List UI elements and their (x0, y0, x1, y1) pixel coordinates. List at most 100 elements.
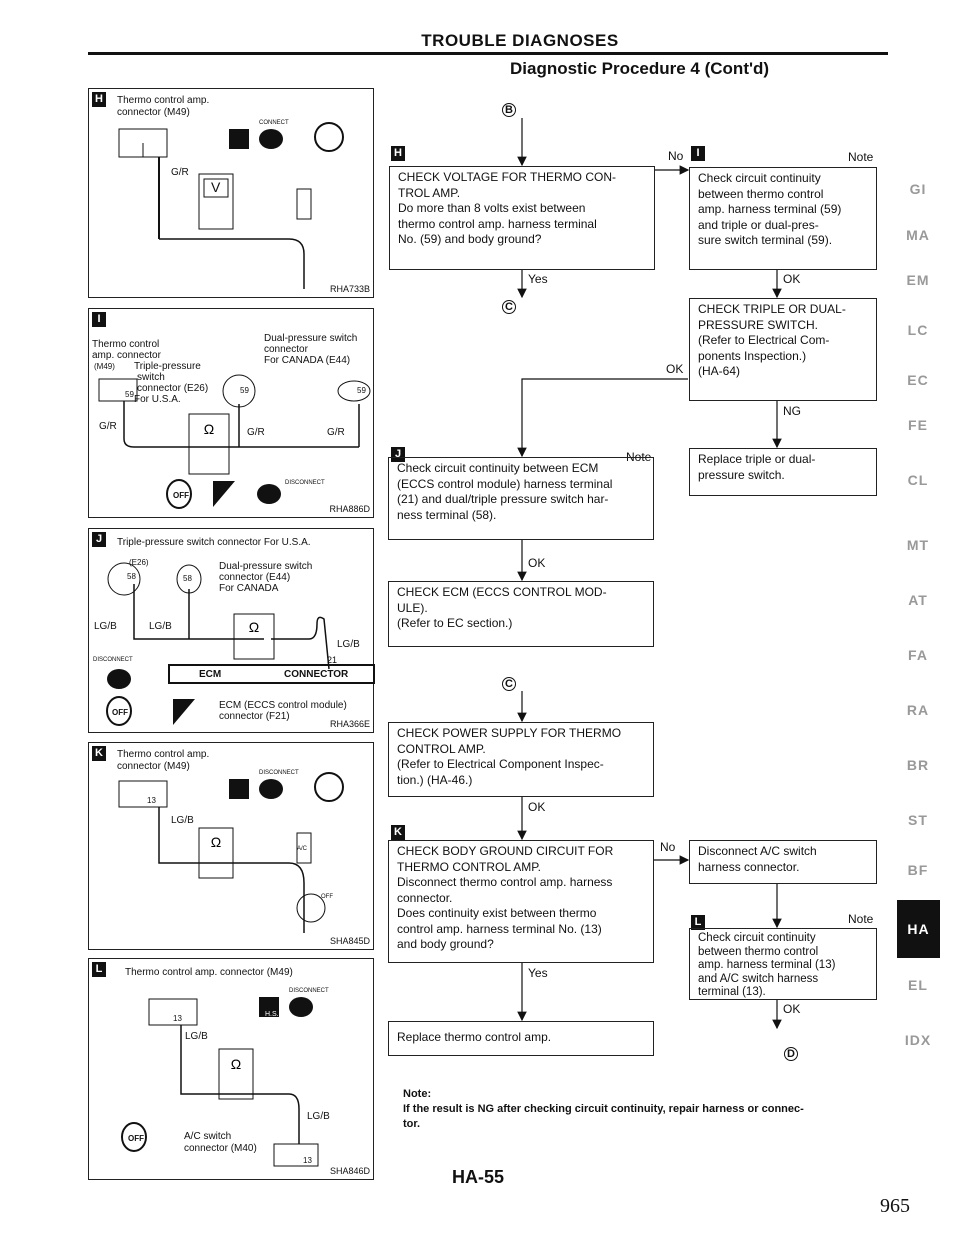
terminal-number: 59 (240, 386, 249, 395)
wiring-diagram: Ω (106, 562, 375, 726)
page-subtitle: Diagnostic Procedure 4 (Cont'd) (510, 59, 770, 78)
tab-cl[interactable]: CL (907, 472, 929, 488)
panel-caption: ECM (ECCS control module) (219, 700, 347, 711)
tab-em[interactable]: EM (906, 272, 930, 288)
panel-tag: H (92, 92, 106, 107)
panel-caption: For CANADA (E44) (264, 355, 351, 366)
panel-caption: Dual-pressure switch (264, 333, 358, 344)
page-number: 965 (880, 1195, 910, 1217)
disconnect-label: DISCONNECT (259, 770, 299, 776)
panel-caption: Triple-pressure (134, 361, 201, 372)
check-switch-box: CHECK TRIPLE OR DUAL-PRESSURE SWITCH.(Re… (689, 298, 877, 401)
off-label: OFF (321, 894, 333, 900)
panel-caption: amp. connector (92, 350, 161, 361)
tab-st[interactable]: ST (908, 812, 928, 828)
wire-label: LG/B (307, 1111, 330, 1122)
branch-label: OK (528, 556, 546, 570)
disconnect-label: DISCONNECT (289, 988, 329, 994)
panel-caption: connector (264, 344, 308, 355)
panel-caption: A/C switch (184, 1131, 232, 1142)
tab-idx[interactable]: IDX (904, 1032, 932, 1048)
step-tag-k: K (391, 825, 405, 840)
panel-tag: J (92, 532, 106, 547)
ignition-off-label: OFF (128, 1134, 144, 1143)
wire-label: G/R (99, 421, 117, 432)
branch-label: Yes (528, 272, 548, 286)
svg-text:Ω: Ω (249, 619, 259, 635)
disconnect-label: DISCONNECT (285, 480, 325, 486)
tab-ec[interactable]: EC (907, 372, 929, 388)
connector-label: CONNECTOR (284, 669, 349, 680)
tab-bf[interactable]: BF (907, 862, 929, 878)
step-tag-l: L (691, 915, 705, 930)
wire-label: LG/B (337, 639, 360, 650)
tab-ra[interactable]: RA (906, 702, 930, 718)
panel-tag: L (92, 962, 106, 977)
tab-at[interactable]: AT (908, 592, 928, 608)
footnote: Note:If the result is NG after checking … (403, 1088, 804, 1130)
panel-caption: For U.S.A. (134, 394, 181, 405)
tab-ha-active[interactable]: HA (897, 900, 940, 958)
tab-fa[interactable]: FA (908, 647, 928, 663)
wiring-diagram: Ω (98, 374, 371, 509)
tab-lc[interactable]: LC (907, 322, 929, 338)
panel-tag: I (92, 312, 106, 327)
tab-fe[interactable]: FE (908, 417, 928, 433)
voltmeter-label: V (211, 179, 221, 195)
wire-label: LG/B (149, 621, 172, 632)
connector-id: (E26) (129, 558, 149, 567)
note-marker: Note (848, 912, 874, 926)
branch-label: Yes (528, 966, 548, 980)
wire-label: LG/B (185, 1031, 208, 1042)
hs-label: H.S. (265, 1011, 279, 1018)
connector-c: C (502, 300, 516, 314)
terminal-number: 21 (327, 655, 338, 665)
replace-amp-box: Replace thermo control amp. (388, 1021, 654, 1056)
panel-caption: connector (E26) (137, 383, 209, 394)
ignition-off-label: OFF (112, 708, 128, 717)
tab-br[interactable]: BR (906, 757, 930, 773)
connector-d: D (784, 1047, 798, 1061)
wiring-diagram: Ω (118, 772, 344, 933)
terminal-number: 13 (303, 1156, 312, 1165)
hs-label: H.S. (219, 500, 233, 507)
diagram-panel-j: J Triple-pressure switch connector For U… (88, 528, 375, 733)
wire-label: LG/B (171, 815, 194, 826)
panel-caption: Triple-pressure switch connector For U.S… (117, 537, 311, 548)
step-h-box: CHECK VOLTAGE FOR THERMO CON-TROL AMP.Do… (389, 166, 655, 270)
panel-caption: Thermo control amp. (117, 749, 210, 760)
connector-id: (M49) (94, 362, 115, 371)
svg-text:Ω: Ω (231, 1056, 241, 1072)
check-ecm-box: CHECK ECM (ECCS CONTROL MOD-ULE).(Refer … (388, 581, 654, 647)
panel-caption: connector (M40) (184, 1143, 257, 1154)
step-tag-j: J (391, 447, 405, 462)
wire-label: LG/B (94, 621, 117, 632)
terminal-number: 13 (147, 796, 156, 805)
tab-el[interactable]: EL (908, 977, 928, 993)
header-rule (88, 52, 888, 55)
panel-caption: Thermo control amp. connector (M49) (125, 967, 293, 978)
disconnect-label: DISCONNECT (93, 657, 133, 663)
svg-text:Ω: Ω (204, 421, 214, 437)
tab-ma[interactable]: MA (906, 227, 930, 243)
branch-label: OK (528, 800, 546, 814)
tab-mt[interactable]: MT (906, 537, 930, 553)
tab-gi[interactable]: GI (909, 181, 927, 197)
branch-label: OK (783, 1002, 801, 1016)
ac-switch-label: A/C (297, 846, 308, 852)
diagram-panel-h: H Thermo control amp. connector (M49) G/… (88, 88, 374, 298)
diagram-panel-l: L Thermo control amp. connector (M49) A/… (88, 958, 374, 1180)
wire-label: G/R (247, 427, 265, 438)
terminal-number: 13 (173, 1014, 182, 1023)
hs-label: H.S. (179, 718, 193, 725)
wire-label: G/R (171, 167, 189, 178)
step-j-box: Check circuit continuity between ECM(ECC… (388, 457, 654, 540)
panel-caption: connector (F21) (219, 711, 290, 722)
panel-caption: connector (M49) (117, 761, 190, 772)
wiring-diagram (118, 122, 344, 289)
figure-code: RHA886D (329, 504, 370, 514)
